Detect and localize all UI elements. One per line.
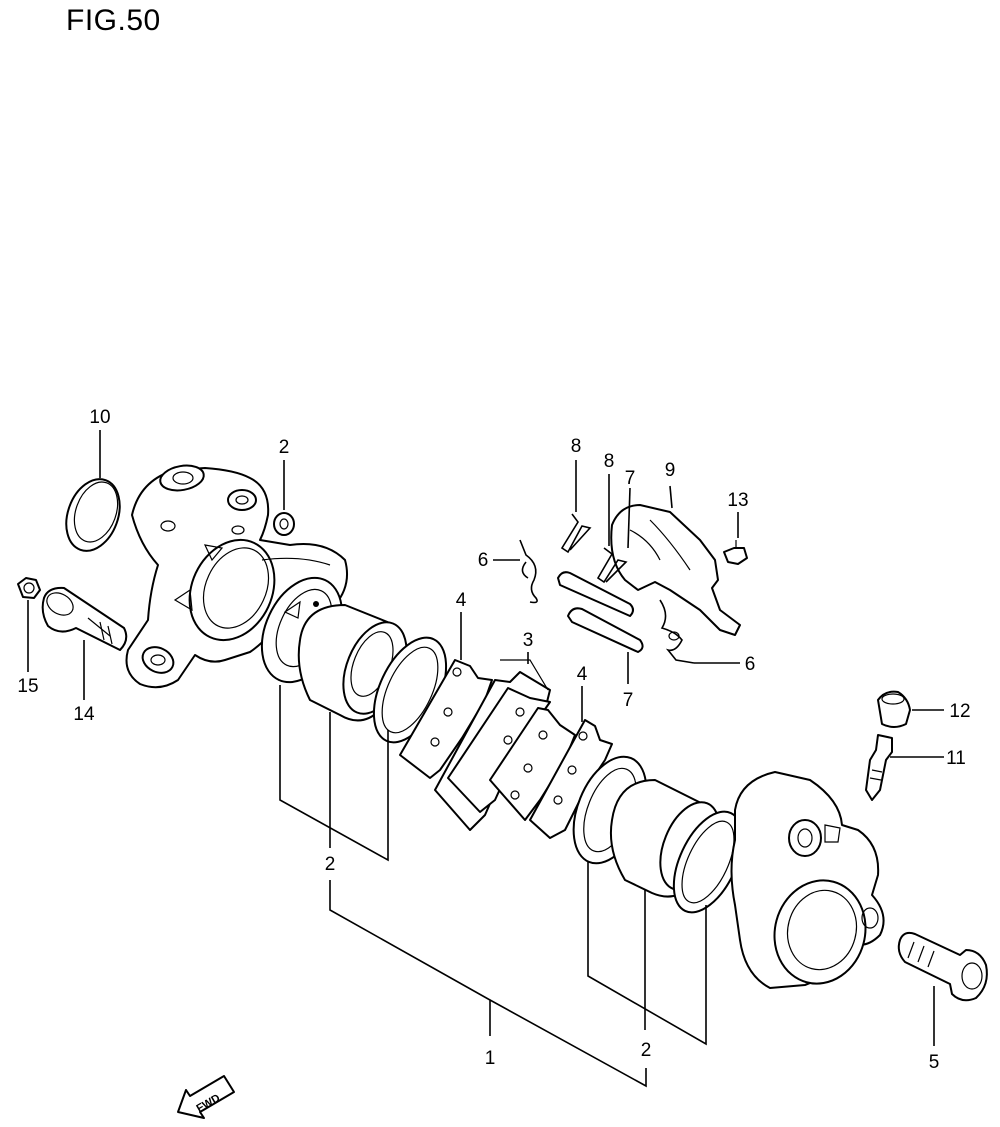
part-4-right-shim bbox=[529, 719, 613, 839]
part-8-clip-right bbox=[596, 547, 628, 584]
callout-8-left: 8 bbox=[571, 436, 582, 457]
callout-13: 13 bbox=[727, 490, 748, 511]
part-15-nut bbox=[17, 577, 41, 599]
part-8-clip-left bbox=[560, 513, 592, 554]
fwd-arrow-icon: FWD bbox=[177, 1075, 235, 1119]
callout-4-left: 4 bbox=[456, 590, 467, 611]
figure-title: FIG.50 bbox=[66, 4, 161, 37]
callout-14: 14 bbox=[73, 704, 95, 725]
part-2-washer bbox=[273, 512, 295, 536]
callout-4-right: 4 bbox=[577, 664, 588, 685]
callout-7-bottom: 7 bbox=[623, 690, 634, 711]
callout-numbers: 10 2 8 8 7 9 13 6 6 7 4 3 4 12 11 15 14 … bbox=[17, 407, 970, 1073]
callout-1: 1 bbox=[485, 1048, 496, 1069]
callout-11: 11 bbox=[946, 748, 966, 769]
callout-2-left: 2 bbox=[325, 854, 336, 875]
callout-10: 10 bbox=[89, 407, 110, 428]
callout-5: 5 bbox=[929, 1052, 940, 1073]
callout-8-right: 8 bbox=[604, 451, 615, 472]
leader-lines bbox=[27, 430, 944, 1088]
callout-3: 3 bbox=[523, 630, 534, 651]
part-7-pins bbox=[557, 571, 644, 653]
callout-15: 15 bbox=[17, 676, 38, 697]
part-13-screw bbox=[723, 540, 748, 565]
callout-2-washer: 2 bbox=[279, 437, 290, 458]
part-14-bolt bbox=[41, 586, 128, 651]
callout-6-right: 6 bbox=[745, 654, 756, 675]
part-9-cover bbox=[610, 504, 741, 636]
right-caliper-body bbox=[730, 771, 885, 989]
part-12-bleeder-cap bbox=[877, 690, 911, 728]
part-10-cap bbox=[65, 478, 121, 552]
callout-6-left: 6 bbox=[478, 550, 489, 571]
callout-2-right: 2 bbox=[641, 1040, 652, 1061]
part-6-clip-left bbox=[519, 539, 538, 604]
callout-9: 9 bbox=[665, 460, 676, 481]
part-6-clip-right bbox=[659, 599, 695, 664]
part-11-bleeder-valve bbox=[865, 734, 893, 801]
part-3-brake-pads bbox=[434, 659, 576, 831]
callout-12: 12 bbox=[949, 701, 970, 722]
part-5-bolt bbox=[897, 931, 988, 1002]
callout-7-top: 7 bbox=[625, 468, 636, 489]
